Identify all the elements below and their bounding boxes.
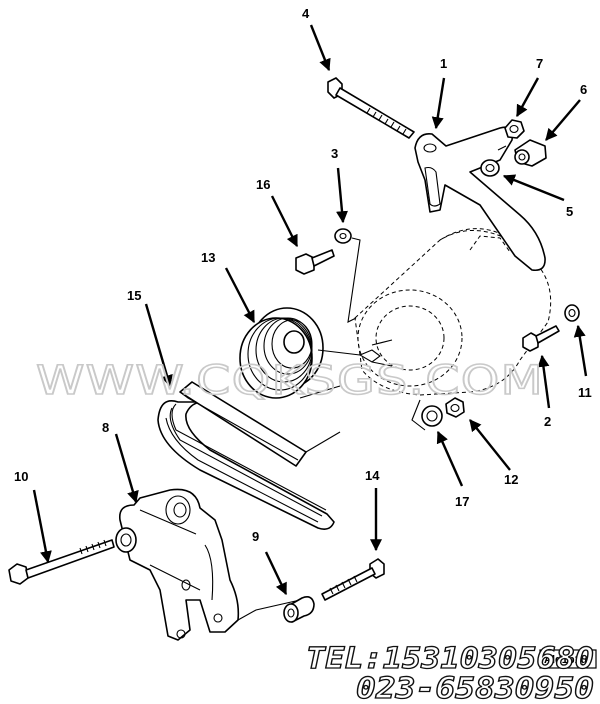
arrow-8 bbox=[114, 433, 139, 504]
alternator-support-bracket bbox=[115, 488, 301, 641]
drawing-code: Ald1b1gf bbox=[544, 654, 591, 666]
arrow-10 bbox=[32, 489, 52, 564]
callout-17: 17 bbox=[455, 494, 469, 509]
callout-4: 4 bbox=[302, 6, 310, 21]
arrow-1 bbox=[431, 77, 446, 130]
washer-part11 bbox=[564, 304, 580, 322]
callout-12: 12 bbox=[504, 472, 518, 487]
contact-tel: TEL:15310305680 bbox=[306, 641, 594, 675]
callout-15: 15 bbox=[127, 288, 141, 303]
arrow-9 bbox=[264, 551, 288, 596]
arrow-7 bbox=[515, 77, 540, 118]
adjusting-bracket bbox=[414, 126, 546, 272]
washer-part5 bbox=[480, 159, 500, 177]
callout-13: 13 bbox=[201, 250, 215, 265]
washer-part3 bbox=[334, 228, 352, 244]
callout-2: 2 bbox=[544, 414, 551, 429]
callout-3: 3 bbox=[331, 146, 338, 161]
callout-5: 5 bbox=[566, 204, 573, 219]
callout-8: 8 bbox=[102, 420, 109, 435]
watermark-text: WWW.CQKSGS.COM bbox=[36, 358, 544, 404]
arrow-15 bbox=[144, 303, 173, 388]
callout-labels: 1 2 3 4 5 6 7 8 9 10 11 12 13 14 15 16 1… bbox=[14, 6, 592, 544]
mount-guide-line bbox=[347, 237, 361, 323]
capscrew-part16 bbox=[295, 249, 335, 275]
capscrew-part10 bbox=[8, 539, 115, 585]
arrow-16 bbox=[270, 195, 299, 248]
callout-7: 7 bbox=[536, 56, 543, 71]
arrow-3 bbox=[336, 167, 348, 224]
arrow-5 bbox=[502, 174, 565, 202]
arrow-6 bbox=[545, 99, 581, 141]
spacer-part9 bbox=[283, 596, 315, 623]
alternator-body bbox=[354, 228, 552, 396]
washer-part17 bbox=[421, 405, 443, 427]
capscrew-part14 bbox=[321, 558, 385, 601]
callout-11: 11 bbox=[578, 385, 592, 400]
mount-guide-line-2 bbox=[411, 399, 426, 431]
drawing-code-box: Ald1b1gf bbox=[539, 649, 597, 669]
alternator-pulley bbox=[239, 307, 361, 399]
leader-arrows bbox=[32, 24, 588, 596]
nut-part12 bbox=[445, 397, 465, 418]
arrow-2 bbox=[537, 354, 551, 409]
arrow-17 bbox=[436, 430, 464, 487]
callout-10: 10 bbox=[14, 469, 28, 484]
nut-part7 bbox=[504, 119, 525, 139]
spacer-part6 bbox=[514, 139, 547, 167]
arrow-11 bbox=[573, 324, 588, 377]
capscrew-part2 bbox=[522, 325, 560, 352]
callout-6: 6 bbox=[580, 82, 587, 97]
capscrew-long bbox=[327, 77, 415, 139]
callout-1: 1 bbox=[440, 56, 447, 71]
drive-belt bbox=[157, 381, 341, 530]
contact-phone2: 023-65830950 bbox=[356, 671, 594, 704]
callout-9: 9 bbox=[252, 529, 259, 544]
callout-14: 14 bbox=[365, 468, 380, 483]
arrow-4 bbox=[309, 24, 331, 72]
arrow-13 bbox=[224, 267, 256, 324]
arrow-12 bbox=[469, 419, 511, 471]
callout-16: 16 bbox=[256, 177, 270, 192]
